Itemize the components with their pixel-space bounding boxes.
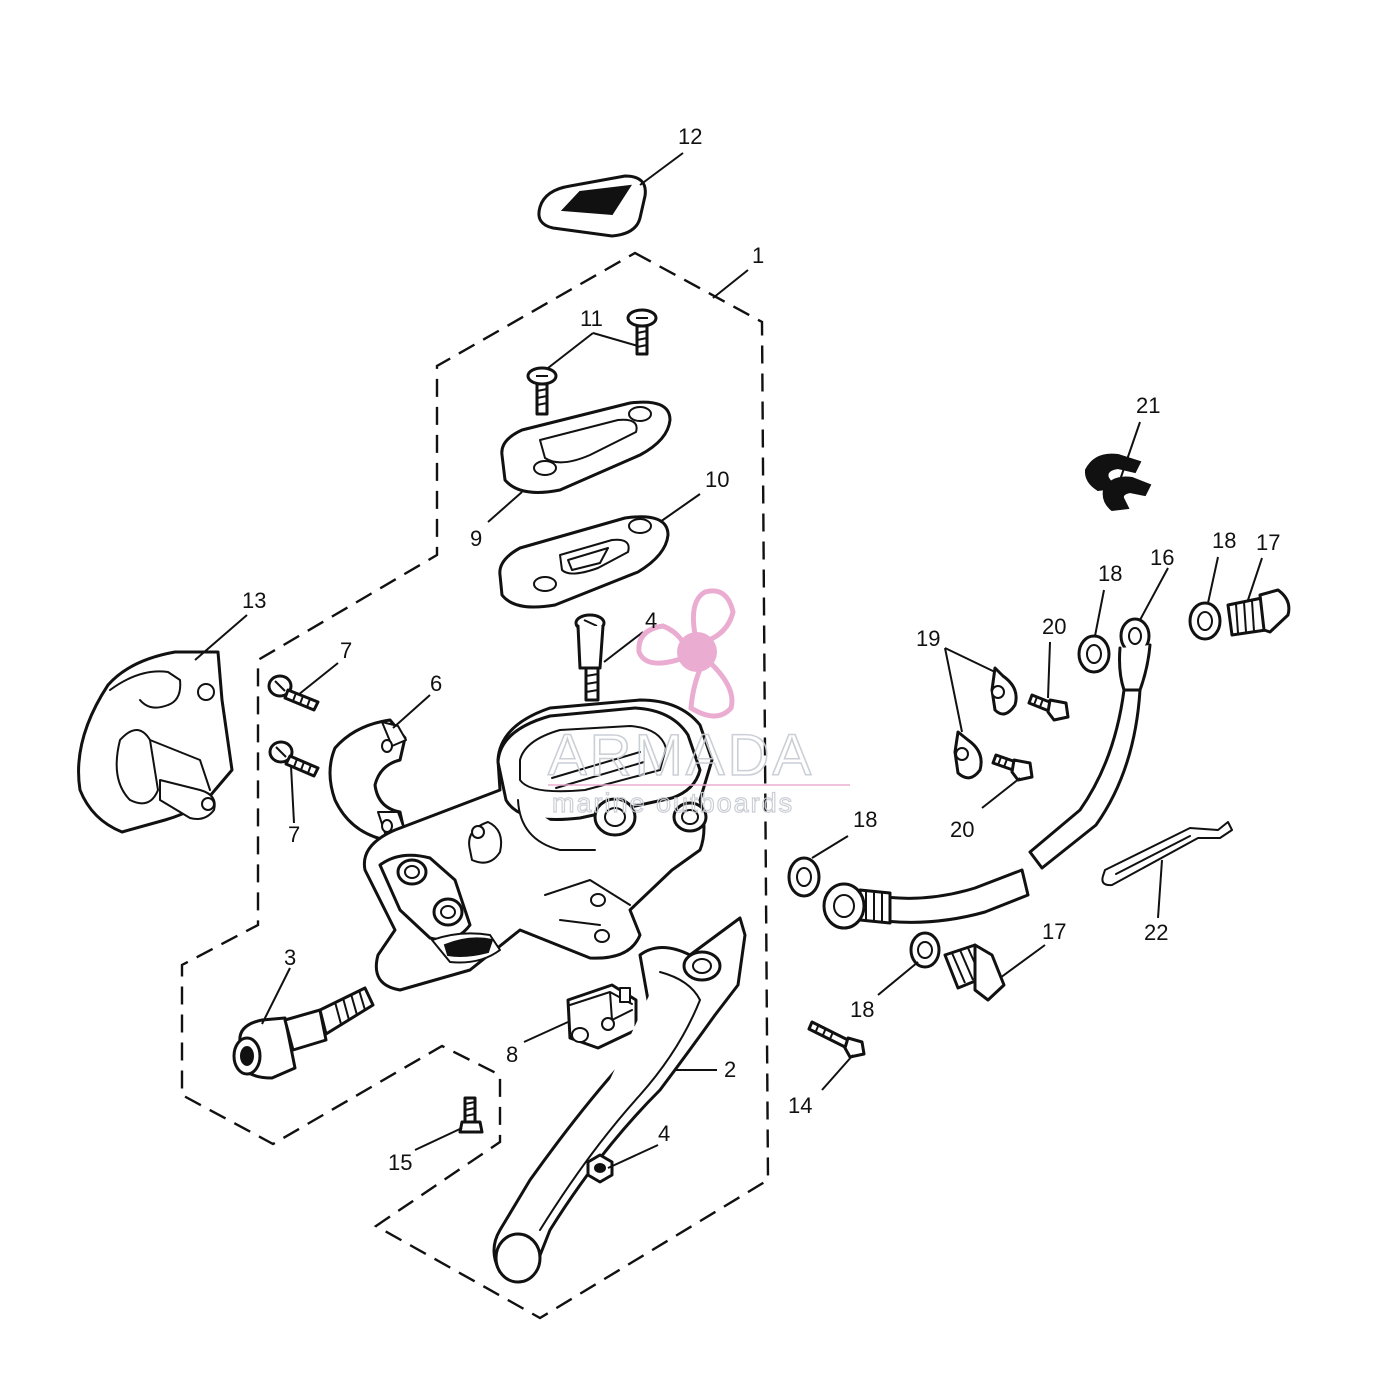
- callout-12: 12: [678, 124, 702, 149]
- callout-13: 13: [242, 588, 266, 613]
- part-4-nut: [586, 1153, 614, 1184]
- callout-18-d: 18: [850, 997, 874, 1022]
- propeller-logo: [636, 588, 736, 719]
- part-22-wire-clip: [1101, 821, 1233, 887]
- part-3-plunger: [232, 986, 375, 1080]
- part-2-lever: [492, 916, 747, 1284]
- callout-6: 6: [430, 671, 442, 696]
- callout-20-upper: 20: [1042, 614, 1066, 639]
- callout-2: 2: [724, 1057, 736, 1082]
- part-11-screw-right: [626, 308, 658, 356]
- watermark-brand: ARMADA: [548, 723, 814, 788]
- callout-4-upper: 4: [645, 608, 657, 633]
- leader-lines: [194, 152, 1263, 1169]
- part-18-washer-a: [1077, 634, 1111, 674]
- callout-3: 3: [284, 945, 296, 970]
- callout-19: 19: [916, 626, 940, 651]
- callout-1: 1: [752, 243, 764, 268]
- callout-18-b: 18: [1212, 528, 1236, 553]
- master-cylinder-body: [362, 698, 714, 992]
- callout-17-lower: 17: [1042, 919, 1066, 944]
- part-19-clip-lower: [953, 730, 983, 780]
- callout-8: 8: [506, 1042, 518, 1067]
- part-20-screw-upper: [1027, 693, 1070, 722]
- watermark-tagline: marine outboards: [552, 788, 794, 818]
- part-13-clamp-cover: [77, 650, 234, 834]
- part-15-screw: [458, 1096, 484, 1134]
- callout-15: 15: [388, 1150, 412, 1175]
- part-11-screw-left: [526, 366, 558, 416]
- part-18-washer-b: [1188, 601, 1222, 641]
- part-8-switch: [566, 983, 638, 1050]
- part-17-banjo-bolt-upper: [1226, 588, 1291, 637]
- part-9-diaphragm-plate: [500, 400, 672, 494]
- callout-18-a: 18: [1098, 561, 1122, 586]
- part-18-washer-d: [909, 931, 941, 969]
- callout-9: 9: [470, 526, 482, 551]
- part-20-screw-lower: [991, 753, 1034, 782]
- callout-4-lower: 4: [658, 1121, 670, 1146]
- callout-18-c: 18: [853, 807, 877, 832]
- part-4-pivot-bolt: [574, 613, 606, 702]
- callout-labels: 1 2 3 4 4 6 7 7 8 9 10 11 12 13 14 15 16…: [242, 124, 1280, 1175]
- callout-7-lower: 7: [288, 822, 300, 847]
- part-14-bleed-screw: [807, 1020, 866, 1059]
- callout-7-upper: 7: [340, 638, 352, 663]
- callout-21: 21: [1136, 393, 1160, 418]
- watermark: ARMADA marine outboards: [547, 588, 850, 819]
- callout-11: 11: [580, 306, 603, 331]
- callout-17-upper: 17: [1256, 530, 1280, 555]
- assembly-boundary: [180, 251, 770, 1320]
- part-7-screw-upper: [267, 674, 320, 712]
- part-10-diaphragm: [498, 515, 670, 609]
- callout-20-lower: 20: [950, 817, 974, 842]
- callout-16: 16: [1150, 545, 1174, 570]
- part-16-brake-hose: [822, 617, 1152, 930]
- callout-22: 22: [1144, 920, 1168, 945]
- part-21-grommet: [1084, 453, 1152, 512]
- part-6-clamp: [328, 718, 407, 842]
- part-18-washer-c: [787, 856, 821, 898]
- part-12-cap-cover: [537, 174, 647, 238]
- callout-10: 10: [705, 467, 729, 492]
- callout-14: 14: [788, 1093, 812, 1118]
- part-17-banjo-bolt-lower: [943, 943, 1006, 1002]
- part-7-screw-lower: [268, 740, 320, 778]
- part-19-clip-upper: [990, 666, 1018, 716]
